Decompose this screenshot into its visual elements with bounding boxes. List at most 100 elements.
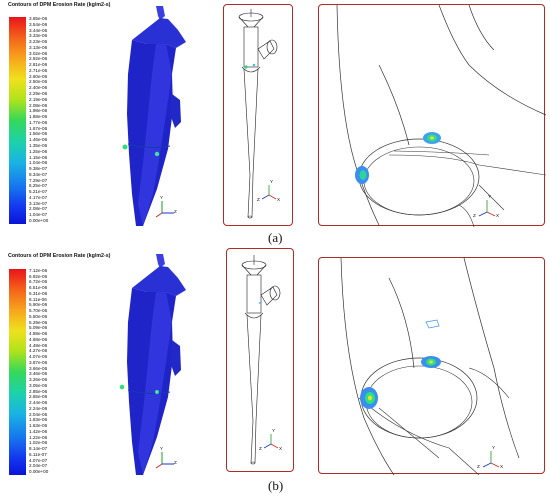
axis-triad-left-b: [155, 452, 174, 469]
colorbar-tick-label: 1.56e-06: [29, 131, 48, 137]
colorbar-tick-label: 2.81e-06: [29, 62, 48, 68]
colorbar-tick-label: 5.21e-07: [29, 189, 48, 195]
axis-y-label-zoom-b: Y: [492, 445, 496, 450]
axis-x-label-zoom-a: X: [496, 213, 500, 218]
colorbar-tick-label: 6.72e-06: [29, 279, 48, 285]
colorbar-tick-label: 3.23e-06: [29, 39, 48, 45]
zoom-frame-b: Y Z X: [318, 257, 545, 476]
colorbar-tick-label: 3.66e-06: [29, 365, 48, 371]
axis-triad-left-a: [155, 201, 174, 218]
legend-title-b: Contours of DPM Erosion Rate (kg/m2-s): [8, 253, 111, 259]
axis-y-label-zoom-a: Y: [488, 194, 492, 199]
colorbar-tick-label: 5.29e-06: [29, 319, 48, 325]
colorbar-tick-label: 3.02e-06: [29, 50, 48, 56]
colorbar-tick-label: 1.02e-06: [29, 440, 48, 446]
zoom-wireframe-b: [340, 257, 520, 476]
colorbar-tick-label: 8.14e-07: [29, 446, 48, 452]
colorbar-tick-label: 2.65e-06: [29, 394, 48, 400]
colorbar-tick-label: 1.67e-06: [29, 125, 48, 131]
colorbar-tick-label: 2.19e-06: [29, 96, 48, 102]
panel-b: Contours of DPM Erosion Rate (kg/m2-s) 7…: [0, 248, 550, 497]
axis-z-label-mid-a: Z: [257, 197, 260, 202]
colorbar-a: [9, 17, 26, 224]
colorbar-tick-label: 2.85e-06: [29, 388, 48, 394]
colorbar-tick-label: 4.68e-06: [29, 336, 48, 342]
colorbar-tick-label: 4.07e-07: [29, 457, 48, 463]
axis-z-label-zoom-b: Z: [477, 464, 480, 469]
colorbar-tick-label: 6.31e-06: [29, 290, 48, 296]
colorbar-tick-label: 1.22e-06: [29, 434, 48, 440]
colorbar-b: [9, 269, 26, 475]
colorbar-tick-label: 0.00e+00: [29, 218, 49, 223]
axis-y-label-left-a: Y: [160, 195, 164, 200]
colorbar-tick-label: 4.07e-06: [29, 354, 48, 360]
colorbar-tick-label: 5.50e-06: [29, 313, 48, 319]
colorbar-tick-label: 1.83e-06: [29, 417, 48, 423]
caption-a: (a): [268, 230, 283, 245]
legend-title-a: Contours of DPM Erosion Rate (kg/m2-s): [8, 2, 111, 8]
zoom-frame-a: Y Z X: [318, 4, 547, 228]
axis-z-label-left-a: Z: [174, 209, 177, 214]
cyclone-body-b: [119, 254, 186, 475]
colorbar-tick-label: 2.60e-06: [29, 73, 48, 79]
colorbar-tick-label: 7.29e-07: [29, 177, 48, 183]
axis-y-label-left-b: Y: [160, 446, 164, 451]
colorbar-tick-label: 2.40e-06: [29, 85, 48, 91]
axis-x-label-mid-b: X: [279, 446, 283, 451]
colorbar-tick-label: 8.34e-07: [29, 171, 48, 177]
cyclone-wireframe-a: [238, 9, 278, 219]
colorbar-tick-label: 3.05e-06: [29, 382, 48, 388]
colorbar-tick-label: 3.44e-06: [29, 27, 48, 33]
colorbar-tick-label: 1.15e-06: [29, 154, 48, 160]
colorbar-tick-label: 3.13e-06: [29, 44, 48, 50]
colorbar-tick-label: 3.33e-06: [29, 33, 48, 39]
colorbar-tick-label: 3.46e-06: [29, 371, 48, 377]
axis-z-label-zoom-a: Z: [473, 213, 476, 218]
colorbar-tick-label: 6.25e-07: [29, 183, 48, 189]
caption-b: (b): [268, 478, 284, 493]
wireframe-frame-a: Y Z X: [223, 4, 293, 226]
axis-x-label-zoom-b: X: [500, 464, 504, 469]
cyclone-wireframe-b: [241, 255, 281, 465]
colorbar-tick-label: 2.44e-06: [29, 400, 48, 406]
colorbar-tick-label: 3.65e-06: [29, 16, 48, 21]
colorbar-tick-label: 3.87e-06: [29, 359, 48, 365]
colorbar-tick-label: 2.08e-06: [29, 102, 48, 108]
colorbar-tick-label: 1.63e-06: [29, 423, 48, 429]
colorbar-tick-label: 1.25e-06: [29, 148, 48, 154]
colorbar-tick-label: 6.11e-07: [29, 451, 47, 457]
colorbar-tick-label: 5.70e-06: [29, 308, 48, 314]
colorbar-tick-label: 1.46e-06: [29, 137, 48, 143]
colorbar-tick-label: 2.92e-06: [29, 56, 48, 62]
colorbar-tick-label: 1.35e-06: [29, 142, 48, 148]
colorbar-tick-label: 9.38e-07: [29, 166, 48, 172]
colorbar-tick-label: 2.04e-06: [29, 411, 48, 417]
colorbar-tick-label: 4.88e-06: [29, 331, 48, 337]
colorbar-tick-label: 1.77e-06: [29, 119, 48, 125]
wireframe-frame-b: Y Z X: [226, 248, 294, 472]
axis-z-label-left-b: Z: [174, 460, 177, 465]
colorbar-tick-label: 5.09e-06: [29, 325, 48, 331]
colorbar-tick-label: 4.17e-07: [29, 194, 48, 200]
colorbar-tick-label: 2.08e-07: [29, 206, 48, 212]
axis-y-label-mid-b: Y: [272, 428, 276, 433]
colorbar-tick-label: 6.11e-06: [29, 296, 47, 302]
colorbar-tick-label: 3.26e-06: [29, 377, 48, 383]
colorbar-tick-label: 0.00e+00: [29, 469, 49, 474]
axis-z-label-mid-b: Z: [259, 446, 262, 451]
colorbar-tick-label: 3.13e-07: [29, 200, 48, 206]
axis-y-label-mid-a: Y: [270, 179, 274, 184]
colorbar-tick-label: 2.50e-06: [29, 79, 48, 85]
colorbar-tick-label: 4.27e-06: [29, 348, 48, 354]
cyclone-body-a: [122, 6, 186, 226]
colorbar-tick-label: 1.88e-06: [29, 114, 48, 120]
colorbar-tick-label: 7.12e-06: [29, 268, 48, 273]
colorbar-tick-label: 4.48e-06: [29, 342, 48, 348]
colorbar-tick-label: 5.90e-06: [29, 302, 48, 308]
axis-x-label-mid-a: X: [277, 197, 281, 202]
colorbar-tick-label: 2.24e-06: [29, 405, 48, 411]
colorbar-tick-label: 2.04e-07: [29, 463, 48, 469]
colorbar-tick-label: 6.51e-06: [29, 285, 48, 291]
